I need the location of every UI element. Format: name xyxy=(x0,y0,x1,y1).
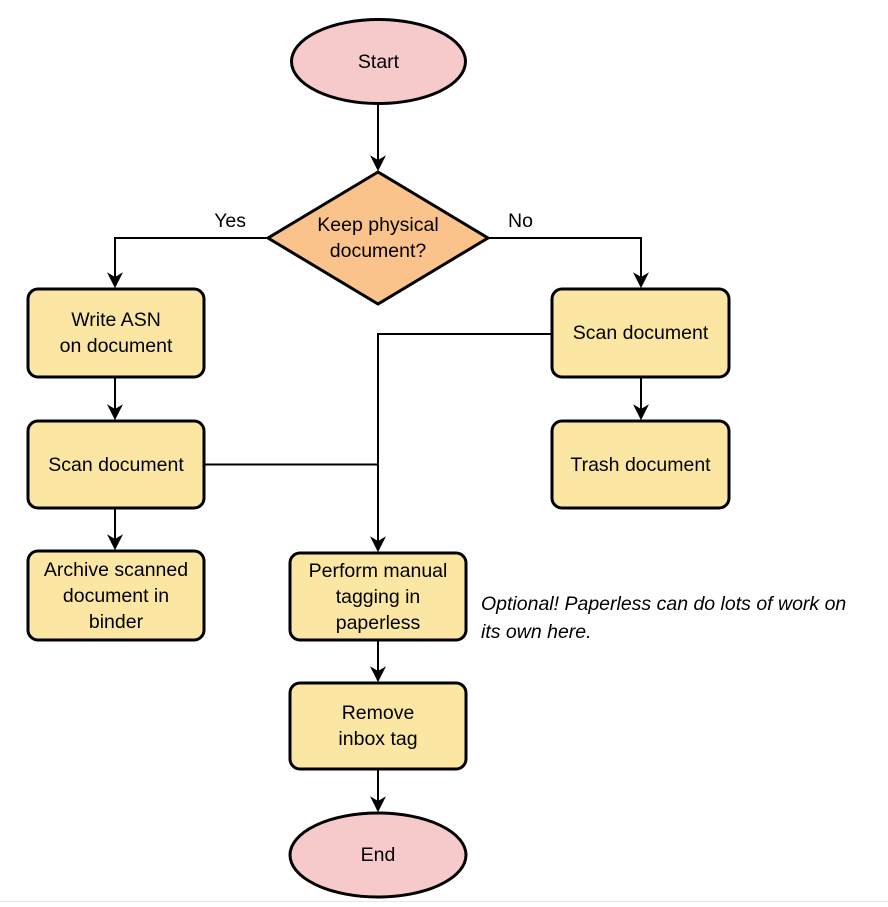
decision-keep-physical-label: Keep physical document? xyxy=(317,214,439,262)
process-remove-inbox-tag-shape xyxy=(288,681,468,771)
process-write-asn-label: Write ASN on document xyxy=(59,309,173,357)
process-archive-binder-shape xyxy=(26,549,206,642)
process-scan-document-right-shape xyxy=(550,287,731,379)
process-manual-tagging-label: Perform manual tagging in paperless xyxy=(308,559,448,634)
edge-scan-right-to-tagging xyxy=(370,333,552,553)
process-scan-document-right-label: Scan document xyxy=(572,322,709,344)
process-scan-document-left-label: Scan document xyxy=(48,453,184,476)
edge-decision-no-to-scan-right xyxy=(488,237,649,289)
edge-decision-yes-to-write-asn xyxy=(107,237,268,289)
process-remove-inbox-tag-label: Remove inbox tag xyxy=(338,702,418,750)
edge-label-no: No xyxy=(508,210,533,232)
process-manual-tagging-shape xyxy=(288,551,468,642)
bottom-divider xyxy=(0,901,888,902)
process-archive-binder-label: Archive scanned document in binder xyxy=(43,558,189,633)
process-trash-document-shape xyxy=(550,419,731,510)
start-node-shape xyxy=(290,18,467,105)
edge-label-yes: Yes xyxy=(214,210,246,232)
decision-keep-physical-shape xyxy=(265,170,491,306)
end-node-shape xyxy=(288,811,468,899)
process-write-asn-shape xyxy=(26,287,206,379)
optional-note: Optional! Paperless can do lots of work … xyxy=(481,593,847,643)
end-node-label: End xyxy=(360,844,396,866)
process-trash-document-label: Trash document xyxy=(570,453,711,476)
start-node-label: Start xyxy=(357,50,400,73)
process-scan-document-left-shape xyxy=(26,419,206,510)
